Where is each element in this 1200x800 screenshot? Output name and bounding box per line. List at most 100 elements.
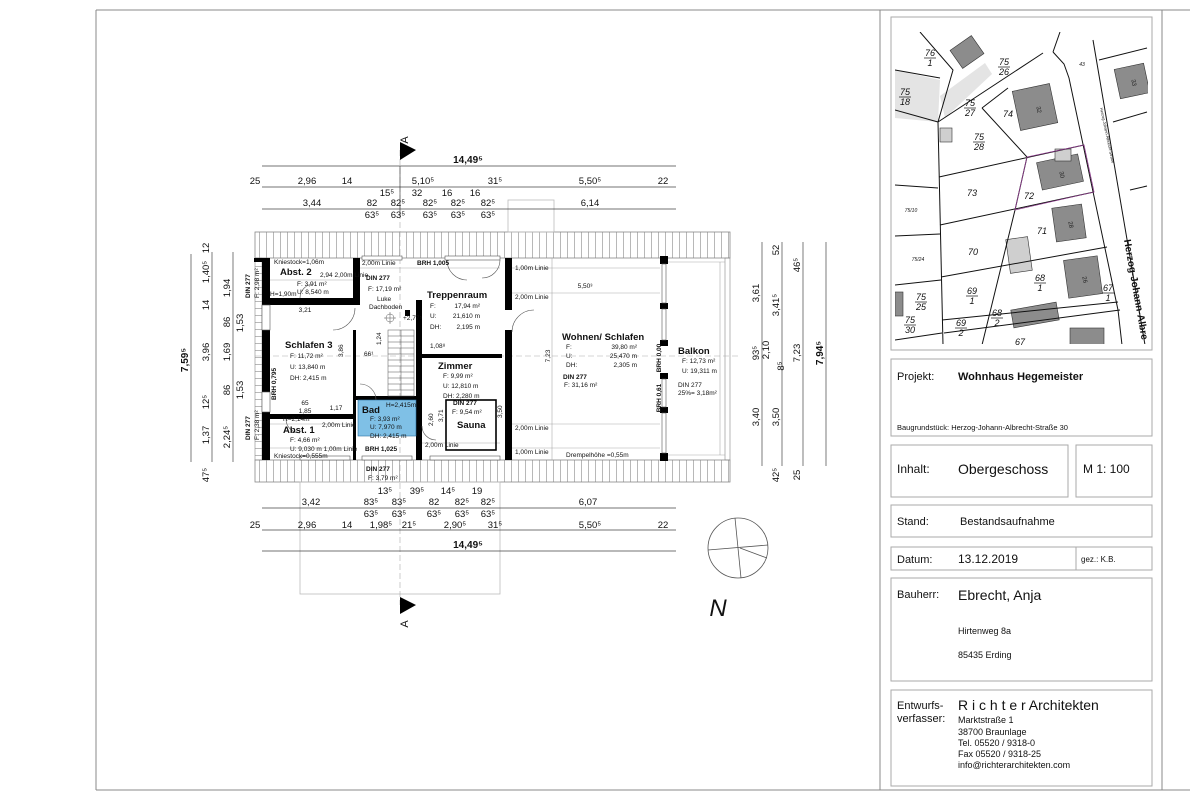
plan-rooms-treppenraum-dh-label: DH: [430,324,441,331]
plan-dims-bottom-row1-upper-3: 83⁵ [392,497,407,508]
plan-dims-bottom-row1-upper-9: 82⁵ [481,497,496,508]
parcel-subnumber: 27 [964,108,976,118]
plan-rooms-wohnen-dh-label: DH: [566,362,577,369]
plan-rooms-wohnen-dh: 2,305 m [614,362,638,369]
plan-rooms-abst1-note: 2,00m Linie [322,422,356,429]
plan-dims-bottom-row1-upper-7: 82⁵ [455,497,470,508]
plan-rooms-wohnen-line1: 1,00m Linie [515,265,549,272]
plan-dims-left-total: 7,59⁵ [180,348,191,372]
street-label-small: Herzog-Johann-Albrecht-Straße [1099,107,1116,164]
plan-rooms-wohnen-line3: 2,00m Linie [515,425,549,432]
plan-rooms-abst2-height: H=1,90m [270,291,297,298]
plan-dims-left-col3b-1: 1,53 [235,381,246,400]
plan-rooms-flur-din: DIN 277 [366,275,390,282]
bathroom-highlight [357,399,417,437]
plan-dims-right-col3-0: 46⁵ [792,258,803,273]
parcel-subnumber: 30 [905,325,915,335]
plan-dims-left-col2-6: 47⁵ [201,468,212,483]
plan-dims-left-col2-2: 14 [201,300,212,311]
plan-dims-bottom-row1-lower-0: 63⁵ [364,509,379,520]
plan-dims-right-col2-0: 52 [771,245,782,256]
plot-number: 72 [1024,191,1034,201]
roof-overhang-right [724,257,731,461]
plan-dims-left-col3-3: 86 [222,385,233,396]
house-shape [1113,62,1148,100]
house-number: 26 [1080,276,1087,284]
plan-dims-top-row2-4: 31⁵ [488,176,503,187]
parcel-number: 68 [1035,273,1045,283]
path-shade [940,63,992,118]
plan-rooms-zimmer-area: F: 9,99 m² [443,373,473,380]
plot-number: 70 [968,247,978,257]
plan-dims-right-col1-0: 3,61 [751,284,762,303]
plan-rooms-wohnen-line2: 2,00m Linie [515,294,549,301]
plan-rooms-wohnen-width: 5,50³ [578,283,594,290]
plan-rooms-flur-luke1: Luke [377,296,391,303]
plan-rooms-wohnen-drempel: Drempelhöhe =0,55m [566,452,629,459]
plan-dims-bottom-row1-upper-0: 3,42 [302,497,321,508]
bauherr-box [890,577,1153,682]
title-block-entwurf-label-2: verfasser: [897,713,945,725]
plan-rooms-flur-area: F: 17,19 m² [368,286,402,293]
plan-dims-top-row2-0: 25 [250,176,261,187]
site-map-frame [890,16,1153,351]
plan-dims-bottom-row2-3: 1,98⁵ [370,520,392,531]
plan-dims-right-col1-2: 3,40 [751,408,762,427]
parcel-number: 75 [974,132,985,142]
garage-shape [939,127,953,143]
plan-rooms-abst1-d2: 1,85 [299,408,312,415]
plan-rooms-wohnen-line4: 1,00m Linie [515,449,549,456]
plan-rooms-sauna-name: Sauna [457,420,486,431]
plan-rooms-treppenraum-d1: 1,08⁸ [430,343,446,350]
parcel-subnumber: 28 [973,142,984,152]
plan-rooms-abst1-area: F: 4,66 m² [290,437,320,444]
title-block-stand-value: Bestandsaufnahme [960,516,1055,528]
plan-dims-right-col2-2: 2,10 [761,341,772,360]
house-shape [1063,255,1103,299]
plan-dims-right-total: 7,94⁵ [815,341,826,365]
plan-dims-right-col1-1: 93⁵ [751,346,762,361]
plan-dims-top-row3-upper-6: 16 [442,188,453,199]
plan-rooms-wohnen-brh1: BRH 0,00 [656,343,663,372]
door-swings [285,259,535,441]
plan-dims-bottom-row1-upper-4: 39⁵ [410,486,425,497]
plot-number: 74 [1003,109,1013,119]
plan-rooms-schlafen3-width: 3,21 [299,307,312,314]
plan-rooms-sauna-depth: 3,50 [497,405,504,418]
plan-dims-left-col2-4: 12⁵ [201,395,212,410]
plan-rooms-flur-stair-a: 66¹ [364,351,374,358]
plan-dims-bottom-row1-lower-1: 63⁵ [392,509,407,520]
section-marker-bottom-icon [400,597,416,614]
title-block [890,16,1153,787]
section-label-top: A [399,136,411,144]
floor-plan [190,142,827,614]
plan-rooms-balkon-din: DIN 277 [678,382,702,389]
plan-dims-top-total: 14,49⁵ [453,155,483,166]
plan-dims-top-row3-upper-4: 32 [412,188,423,199]
plan-rooms-zimmer-d2: 2,60 [428,413,435,426]
plan-rooms-sauna-area: F: 9,54 m² [452,409,482,416]
plan-dims-top-row3-lower-2: 63⁵ [423,210,438,221]
plan-dims-top-row3-lower-1: 63⁵ [391,210,406,221]
plan-dims-right-col2-4: 3,50 [771,408,782,427]
plan-dims-bottom-row1-upper-10: 6,07 [579,497,598,508]
plan-dims-bottom-row2-5: 2,90⁵ [444,520,466,531]
property-boundary [1014,144,1095,211]
dormer-outline [507,199,555,233]
north-arrow-icon [707,517,769,579]
title-block-architect-lines-3: Fax 05520 / 9318-25 [958,749,1041,759]
plan-dims-top-row3-upper-3: 82⁵ [391,198,406,209]
title-block-bauherr-name: Ebrecht, Anja [958,587,1041,603]
title-block-baugrundstueck: Baugrundstück: Herzog-Johann-Albrecht-St… [897,423,1068,432]
plot-number: 73 [967,188,977,198]
house-shape [1011,83,1059,131]
title-block-projekt-label: Projekt: [897,371,934,383]
guide-lines [255,150,740,605]
plan-dims-top-row2-3: 5,10⁵ [412,176,434,187]
parcel-number: 69 [956,318,966,328]
sheet-frame [95,9,1190,791]
plan-dims-top-row3-upper-5: 82⁵ [423,198,438,209]
plan-rooms-abst2-note: 2,94 2,00m Linie [320,272,368,279]
plan-dims-bottom-row2-1: 2,96 [298,520,317,531]
small-plot-number: 43 [1079,62,1085,68]
